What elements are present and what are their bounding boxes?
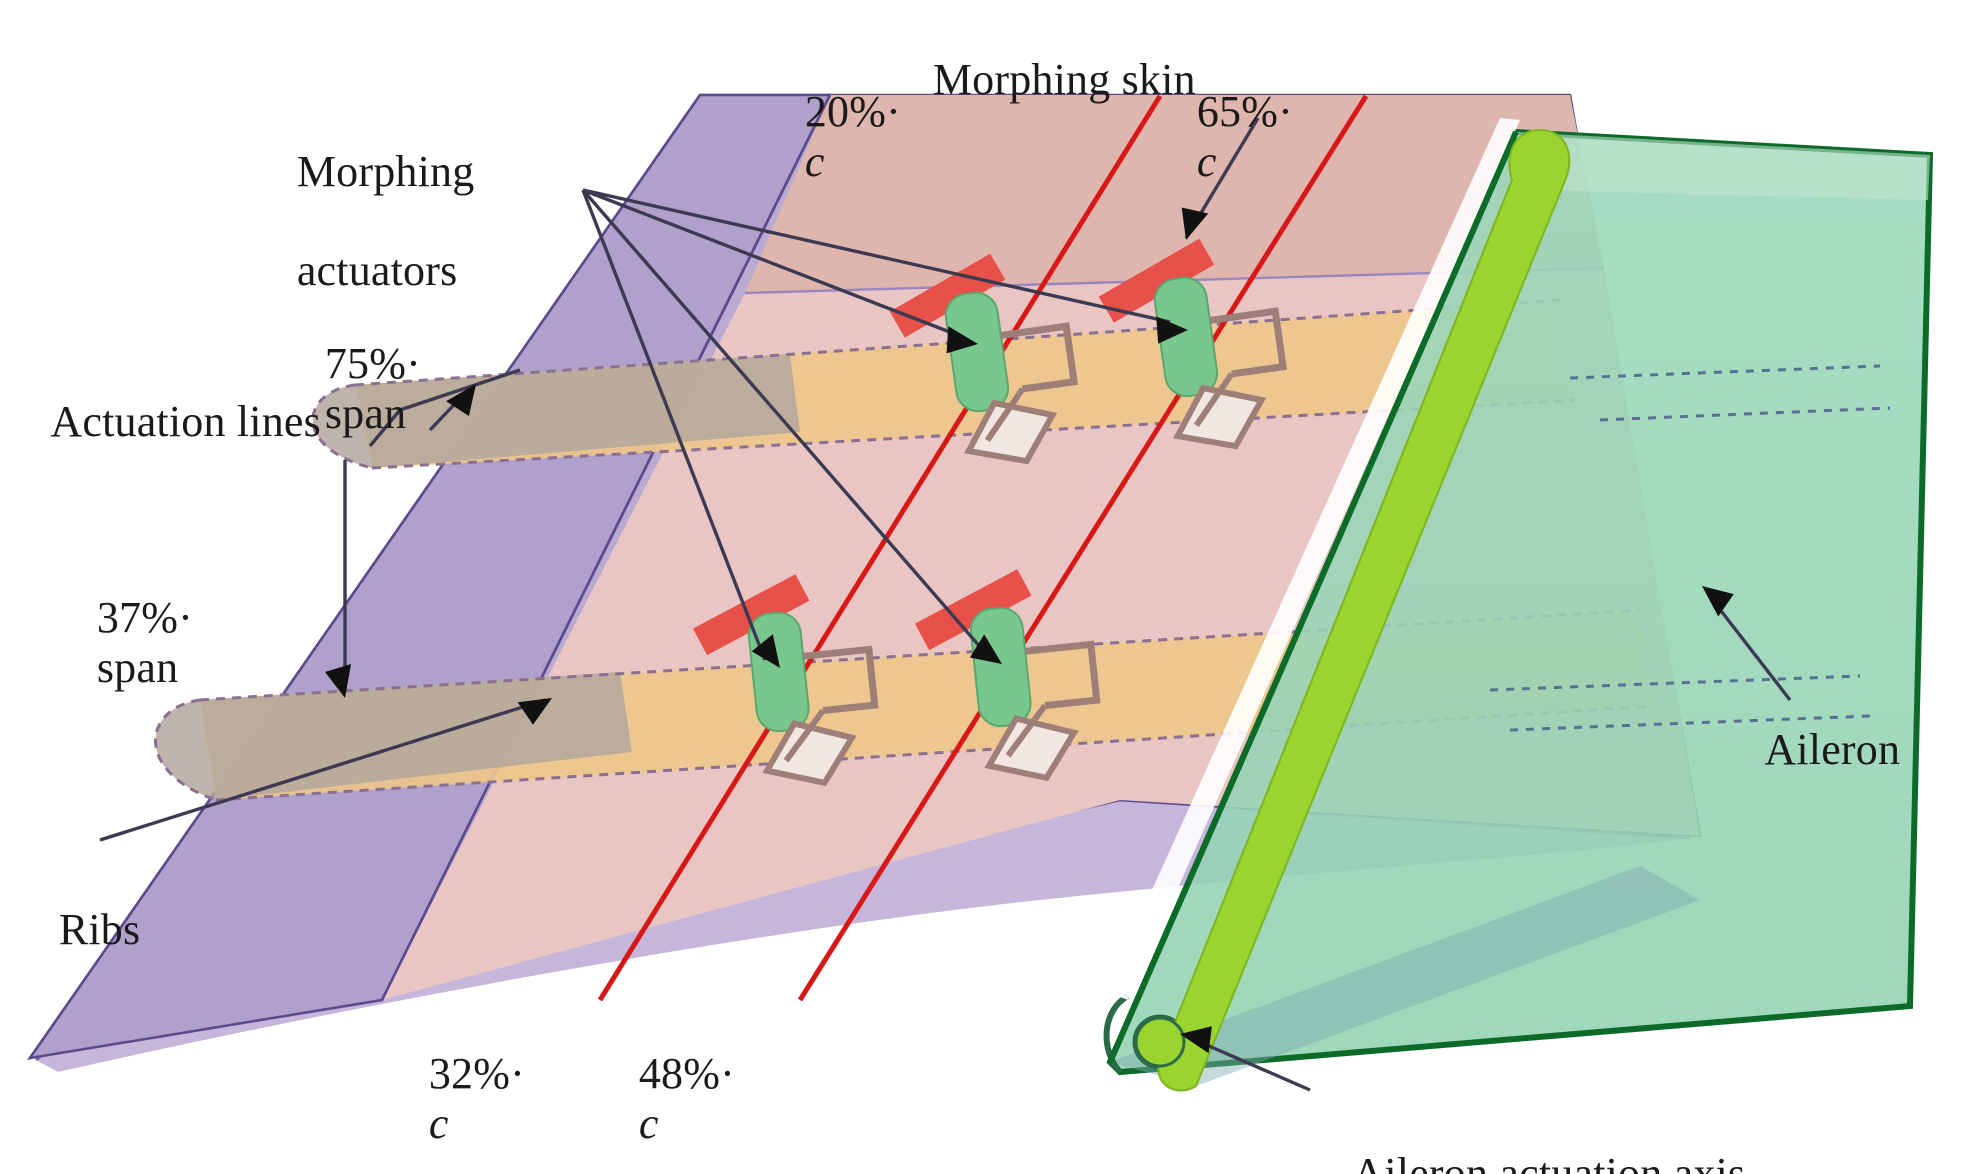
leader-actuator-3	[581, 189, 767, 661]
label-span-75: 75%· span	[324, 339, 421, 438]
label-morphing-actuators: Morphing actuators	[296, 147, 475, 295]
actuator-clamp	[889, 253, 1006, 338]
aileron-pivot-circle-top	[1134, 1016, 1186, 1068]
chord-symbol: c	[638, 1098, 659, 1148]
chord-symbol: c	[428, 1098, 449, 1148]
actuator-body	[944, 291, 1010, 413]
actuator-arm	[802, 645, 879, 715]
middot: ·	[886, 87, 901, 137]
leader-actuator-4	[581, 188, 990, 658]
leader-arrowheads	[325, 207, 1734, 1054]
rib-line-lower-75	[371, 398, 1576, 470]
actuator-arm	[1024, 640, 1101, 710]
label-chord-48: 48%· c	[638, 1049, 735, 1148]
label-actuation-lines: Actuation lines	[50, 397, 321, 447]
middot: ·	[510, 1049, 525, 1099]
chord-symbol: c	[804, 136, 825, 186]
leader-ribs	[99, 698, 546, 842]
label-aileron-actuation-axis: Aileron actuation axis	[1352, 1149, 1746, 1174]
leader-actuator-2	[582, 188, 1171, 324]
label-chord-65: 65%· c	[1196, 87, 1293, 186]
label-span-37: 37%· span	[96, 593, 193, 692]
label-chord-32: 32%· c	[428, 1049, 525, 1148]
actuation-line-2	[797, 94, 1369, 1002]
middot: ·	[178, 593, 193, 643]
front-spar-line	[380, 94, 832, 1001]
actuator-base	[762, 720, 857, 787]
aileron-hinge-rod-top	[1157, 128, 1571, 1092]
middot: ·	[406, 339, 421, 389]
actuator-clamp	[914, 569, 1032, 651]
chord-symbol: c	[1196, 136, 1217, 186]
aileron-rib-dash-4	[1509, 714, 1871, 732]
actuation-line-1	[597, 94, 1163, 1002]
middot: ·	[720, 1049, 735, 1099]
leader-actuator-1	[582, 188, 961, 338]
aileron-gap	[1106, 118, 1520, 1000]
aileron-rib-dash-1	[1569, 364, 1881, 380]
leader-actuation-lines	[368, 368, 521, 448]
label-chord-20: 20%· c	[804, 87, 901, 186]
actuator-clamp	[1098, 238, 1215, 323]
actuator-unit	[1098, 238, 1288, 450]
morphing-skin-upper-panel	[745, 95, 1604, 293]
label-morphing-skin: Morphing skin	[932, 55, 1196, 105]
actuation-lines-group	[597, 94, 1369, 1002]
leader-aileron	[1706, 592, 1792, 702]
actuator-unit	[889, 253, 1079, 465]
aileron-leading-edge	[1107, 130, 1519, 1064]
actuator-base	[1173, 384, 1267, 450]
actuator-clamp	[692, 574, 810, 656]
aileron-rib-dash-2	[1599, 406, 1891, 422]
actuator-arm	[1209, 307, 1288, 378]
label-aileron: Aileron	[1764, 725, 1901, 775]
aileron-rib-dash-3	[1489, 674, 1861, 692]
middot: ·	[1278, 87, 1293, 137]
label-ribs: Ribs	[58, 905, 141, 955]
actuator-base	[984, 715, 1079, 782]
actuator-base	[964, 399, 1058, 465]
actuator-arm	[1000, 322, 1079, 393]
